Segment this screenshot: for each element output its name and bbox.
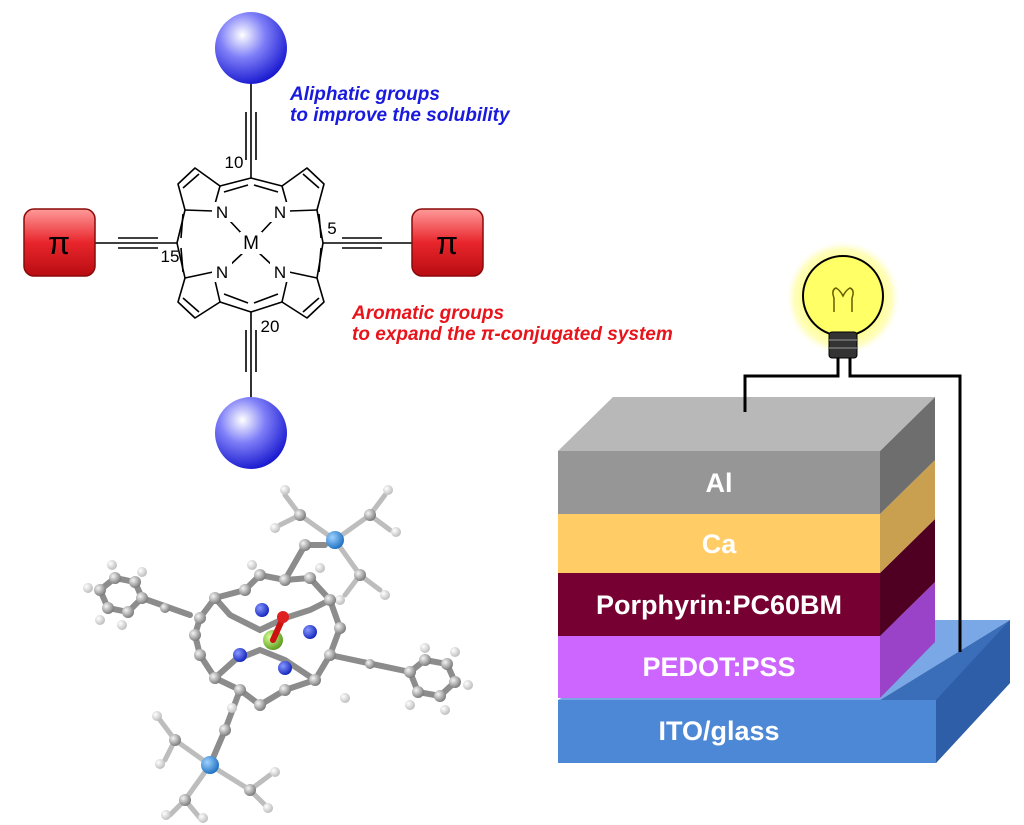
nitrogen-label: N — [274, 263, 286, 282]
position-10-label: 10 — [225, 153, 244, 172]
nitrogen-label: N — [216, 263, 228, 282]
layer-label-ca: Ca — [702, 529, 737, 559]
porphyrin-labels: N N N N M 10 5 15 20 — [161, 153, 337, 336]
pi-box-right: π — [411, 208, 484, 277]
layer-ito — [558, 700, 936, 763]
aliphatic-line-2: to improve the solubility — [290, 105, 510, 126]
layer-label-al: Al — [706, 468, 733, 498]
ball-and-stick-model — [83, 485, 473, 823]
position-15-label: 15 — [161, 247, 180, 266]
pi-right-label: π — [436, 225, 458, 261]
position-20-label: 20 — [261, 317, 280, 336]
aliphatic-annotation: Aliphatic groups to improve the solubili… — [290, 84, 510, 126]
oxygen-atom — [277, 611, 289, 623]
nitrogen-label: N — [216, 203, 228, 222]
silicon-atom-top — [326, 531, 344, 549]
aromatic-annotation: Aromatic groups to expand the π-conjugat… — [352, 303, 673, 345]
aromatic-line-1: Aromatic groups — [352, 303, 505, 324]
silicon-atom-bottom — [201, 756, 219, 774]
light-bulb-icon — [785, 240, 901, 359]
aliphatic-sphere-top — [215, 12, 287, 84]
layer-label-active: Porphyrin:PC60BM — [596, 590, 842, 620]
position-5-label: 5 — [327, 219, 336, 238]
layer-label-pedot: PEDOT:PSS — [642, 652, 795, 682]
nitrogen-label: N — [274, 203, 286, 222]
solar-cell-device: Al Ca Porphyrin:PC60BM PEDOT:PSS ITO/gla… — [558, 240, 1010, 763]
layer-al — [558, 451, 880, 514]
layer-pedot — [558, 636, 880, 698]
layer-active — [558, 573, 880, 636]
aromatic-line-2: to expand the π-conjugated system — [352, 324, 673, 345]
pi-left-label: π — [48, 225, 70, 261]
aliphatic-sphere-bottom — [215, 397, 287, 469]
layer-label-ito: ITO/glass — [658, 716, 779, 746]
aliphatic-line-1: Aliphatic groups — [290, 84, 440, 105]
layer-ca — [558, 514, 880, 573]
metal-label: M — [243, 233, 259, 254]
layer-al-top — [558, 397, 935, 451]
pi-box-left: π — [23, 208, 96, 277]
